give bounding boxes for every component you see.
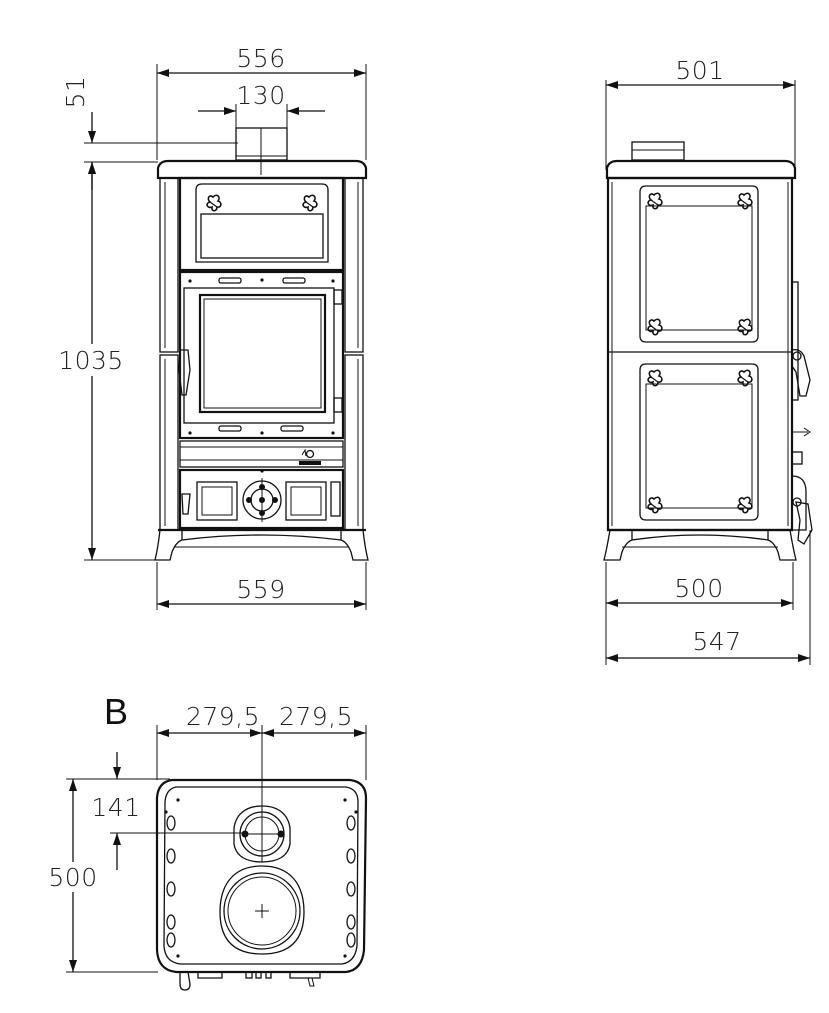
dim-side-width-body: 500 — [605, 562, 794, 665]
dim-side-width-top: 501 — [605, 56, 796, 170]
dim-top-depth: 500 — [40, 778, 160, 973]
dim-flue-height: 51 — [61, 76, 238, 190]
dim-side-width-total: 547 — [606, 530, 811, 665]
dim-front-height-label: 1035 — [58, 346, 124, 375]
dim-front-width-top-label: 556 — [236, 44, 285, 73]
top-stove-plan — [155, 778, 368, 991]
side-view: 501 500 547 — [603, 56, 813, 665]
dim-top-half-widths: 279,5 279,5 — [156, 702, 367, 862]
dim-side-width-top-label: 501 — [675, 56, 724, 85]
dim-top-flue-offset: 141 — [91, 752, 246, 870]
dim-flue-width-label: 130 — [236, 81, 285, 110]
dim-front-height: 1035 — [50, 161, 158, 561]
dim-top-half-right-label: 279,5 — [279, 702, 353, 731]
dim-top-depth-label: 500 — [48, 863, 97, 892]
dim-top-flue-offset-label: 141 — [91, 793, 140, 822]
dim-front-width-base-label: 559 — [236, 575, 285, 604]
dim-front-width-base: 559 — [156, 562, 367, 610]
front-view: 556 130 51 1035 55 — [50, 44, 369, 610]
dim-top-half-left-label: 279,5 — [186, 702, 260, 731]
dim-flue-height-label: 51 — [61, 76, 90, 109]
dim-flue-width: 130 — [198, 81, 325, 130]
dim-side-width-total-label: 547 — [692, 627, 741, 656]
front-stove-body — [154, 127, 369, 561]
dim-front-width-top: 556 — [156, 44, 367, 160]
top-view: B 279,5 279,5 141 500 — [40, 691, 368, 991]
side-stove-body — [603, 141, 813, 561]
view-label-b: B — [104, 691, 128, 732]
dim-side-width-body-label: 500 — [674, 574, 723, 603]
